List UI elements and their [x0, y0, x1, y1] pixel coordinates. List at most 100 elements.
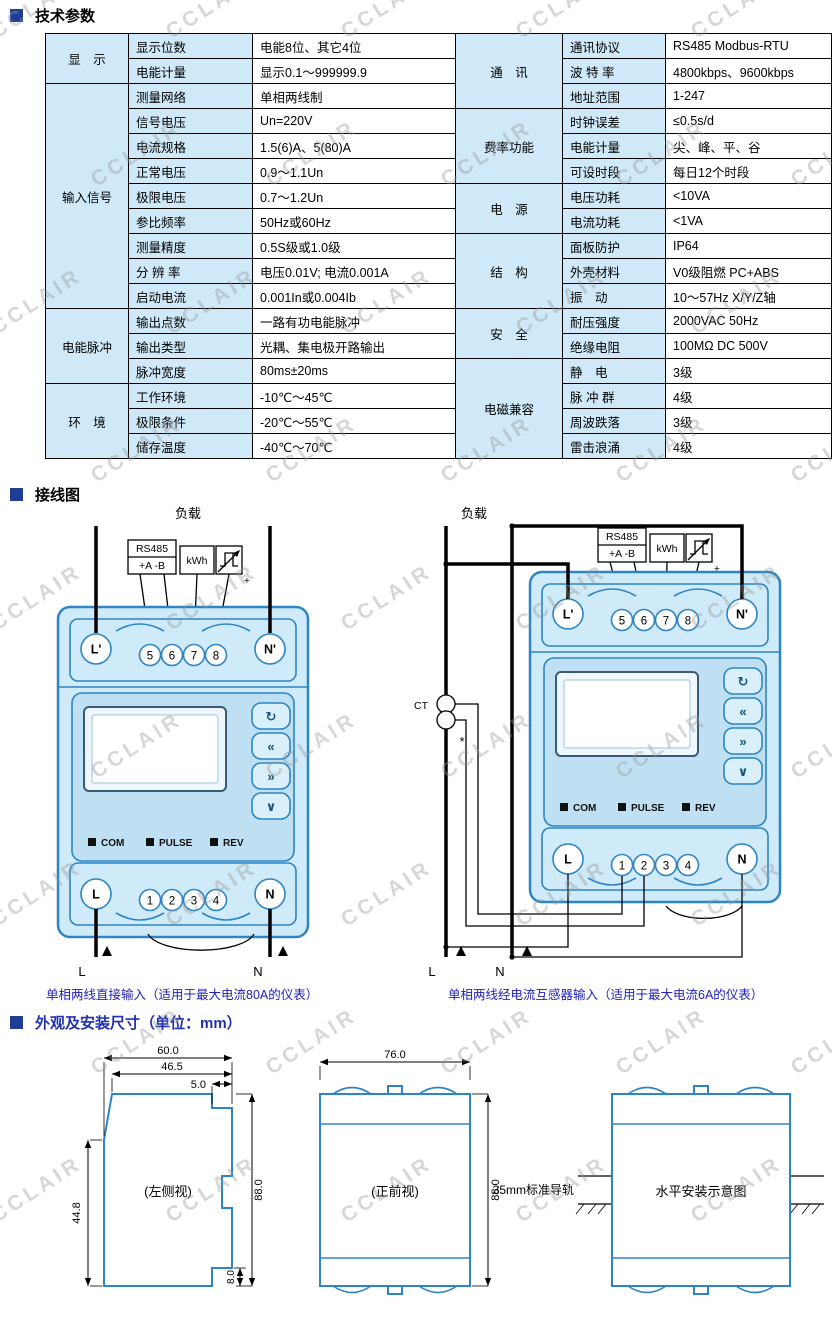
kwh-label: kWh: [657, 543, 678, 555]
spec-value-cell: 电压0.01V; 电流0.001A: [252, 258, 456, 284]
spec-param-cell: 面板防护: [562, 233, 666, 259]
section-bullet-icon: [10, 488, 23, 501]
spec-param-cell: 测量精度: [128, 233, 253, 259]
section-title-text: 技术参数: [35, 8, 96, 25]
spec-value-cell: 100MΩ DC 500V: [665, 333, 832, 359]
spec-param-cell: 地址范围: [562, 83, 666, 109]
mains-wires: [94, 526, 272, 957]
install-view: 35mm标准导轨 水平安装示意图: [493, 1085, 824, 1295]
up-arrow-icon: [102, 946, 112, 956]
spec-value-cell: 1.5(6)A、5(80)A: [252, 133, 456, 159]
current-transformer: CT *: [414, 694, 465, 749]
spec-param-cell: 启动电流: [128, 283, 253, 309]
spec-value-cell: 1-247: [665, 83, 832, 109]
spec-param-cell: 雷击浪涌: [562, 433, 666, 459]
spec-param-cell: 输出类型: [128, 333, 253, 359]
spec-param-cell: 绝缘电阻: [562, 333, 666, 359]
spec-value-cell: 3级: [665, 358, 832, 384]
wire-n-label: N: [495, 964, 504, 979]
spec-value-cell: 80ms±20ms: [252, 358, 456, 384]
spec-param-cell: 振 动: [562, 283, 666, 309]
spec-value-cell: ≤0.5s/d: [665, 108, 832, 134]
spec-value-cell: 4级: [665, 383, 832, 409]
plus-mark: +: [714, 563, 720, 575]
spec-value-cell: 4800kbps、9600kbps: [665, 58, 832, 84]
load-label: 负载: [461, 506, 487, 521]
spec-param-cell: 电能计量: [128, 58, 253, 84]
spec-value-cell: 3级: [665, 408, 832, 434]
dim-46-5: 46.5: [161, 1061, 182, 1073]
left-side-view: (左侧视) 60.0 46.5 5.0 44.8 88.0 8.0: [71, 1045, 265, 1287]
spec-value-cell: -40℃～70℃: [252, 433, 456, 459]
kwh-pulse-box: kWh +: [179, 545, 250, 587]
spec-param-cell: 极限电压: [128, 183, 253, 209]
wire-loop-arc: [665, 905, 743, 920]
dim-88-front: 88.0: [490, 1179, 502, 1200]
section-bullet-icon: [10, 9, 23, 22]
up-arrow-icon: [278, 946, 288, 956]
spec-value-cell: 2000VAC 50Hz: [665, 308, 832, 334]
spec-value-cell: 0.7～1.2Un: [252, 183, 456, 209]
arrow-icon: [233, 550, 240, 557]
dim-44-8: 44.8: [71, 1202, 83, 1223]
spec-param-cell: 储存温度: [128, 433, 253, 459]
dim-8: 8.0: [226, 1270, 237, 1284]
load-label: 负载: [175, 506, 201, 521]
wire-n-label: N: [253, 964, 262, 979]
install-view-label: 水平安装示意图: [655, 1184, 746, 1199]
spec-param-cell: 波 特 率: [562, 58, 666, 84]
spec-value-cell: IP64: [665, 233, 832, 259]
rs485-pins-label: +A -B: [609, 548, 635, 560]
section-title-wiring: 接线图: [10, 484, 80, 505]
dim-88-left: 88.0: [253, 1179, 265, 1200]
spec-group-cell: 输入信号: [45, 83, 129, 309]
spec-value-cell: 0.001In或0.004Ib: [252, 283, 456, 309]
spec-group-cell: 电 源: [455, 183, 563, 234]
din-rail: [575, 1175, 824, 1215]
spec-param-cell: 工作环境: [128, 383, 253, 409]
spec-param-cell: 通讯协议: [562, 33, 666, 59]
spec-param-cell: 输出点数: [128, 308, 253, 334]
l-voltage-tap: [446, 562, 570, 599]
spec-value-cell: 0.5S级或1.0级: [252, 233, 456, 259]
spec-value-cell: 0.9～1.1Un: [252, 158, 456, 184]
caption-ct-input: 单相两线经电流互感器输入（适用于最大电流6A的仪表）: [448, 988, 764, 1002]
dim-76: 76.0: [384, 1049, 405, 1061]
rs485-box: RS485 +A -B: [597, 527, 647, 563]
spec-group-cell: 结 构: [455, 233, 563, 309]
spec-group-cell: 通 讯: [455, 33, 563, 109]
spec-param-cell: 电压功耗: [562, 183, 666, 209]
spec-value-cell: 尖、峰、平、谷: [665, 133, 832, 159]
spec-param-cell: 周波跌落: [562, 408, 666, 434]
left-view-label: (左侧视): [144, 1184, 192, 1199]
spec-value-cell: 一路有功电能脉冲: [252, 308, 456, 334]
meter-body: [528, 570, 782, 904]
spec-param-cell: 参比频率: [128, 208, 253, 234]
front-view: (正前视) 76.0 88.0: [319, 1049, 502, 1295]
spec-group-cell: 显 示: [45, 33, 129, 84]
spec-value-cell: 每日12个时段: [665, 158, 832, 184]
spec-param-cell: 电流规格: [128, 133, 253, 159]
spec-param-cell: 正常电压: [128, 158, 253, 184]
kwh-pulse-box: kWh +: [649, 533, 720, 575]
wiring-diagram-ct: 负载 RS485 +A -B kWh +: [414, 506, 782, 979]
spec-value-cell: V0级阻燃 PC+ABS: [665, 258, 832, 284]
ct-label: CT: [414, 700, 429, 712]
up-arrow-icon: [522, 946, 532, 956]
rs485-pins-label: +A -B: [139, 560, 165, 572]
spec-group-cell: 安 全: [455, 308, 563, 359]
rs485-label: RS485: [136, 543, 168, 555]
